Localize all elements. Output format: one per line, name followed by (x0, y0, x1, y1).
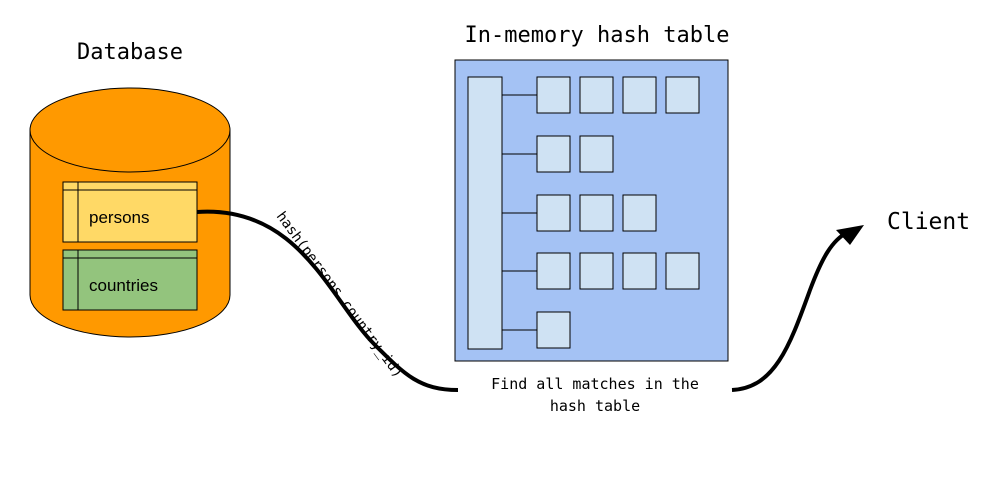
hash-caption-line-2: hash table (550, 397, 640, 415)
hash-edge-label: hash(persons.country_id) (273, 209, 406, 381)
table-persons-label: persons (89, 208, 149, 227)
bucket-entry (622, 76, 657, 114)
bucket-entry (536, 252, 571, 290)
hash-caption-line-1: Find all matches in the (491, 375, 699, 393)
bucket-entry (536, 135, 571, 173)
client-label: Client (887, 209, 970, 235)
database-title: Database (77, 40, 183, 65)
bucket-entry (665, 76, 700, 114)
client-flow-curve (731, 230, 849, 392)
bucket-entry (536, 76, 571, 114)
hash-flow-curve (196, 209, 459, 392)
cylinder-top (29, 87, 231, 173)
hash-table-title: In-memory hash table (465, 23, 730, 48)
bucket-entry (579, 135, 614, 173)
client-arrowhead-icon (836, 225, 864, 245)
hash-buckets (502, 76, 700, 349)
bucket-entry (622, 194, 657, 232)
table-persons: persons (62, 181, 198, 243)
bucket-entry (622, 252, 657, 290)
bucket-entry (579, 194, 614, 232)
bucket-entry (536, 194, 571, 232)
bucket-entry (579, 252, 614, 290)
bucket-entry (579, 76, 614, 114)
bucket-entry (665, 252, 700, 290)
bucket-entry (536, 311, 571, 349)
hash-table-index-column (467, 76, 503, 350)
table-countries-label: countries (89, 276, 158, 295)
table-countries: countries (62, 249, 198, 311)
